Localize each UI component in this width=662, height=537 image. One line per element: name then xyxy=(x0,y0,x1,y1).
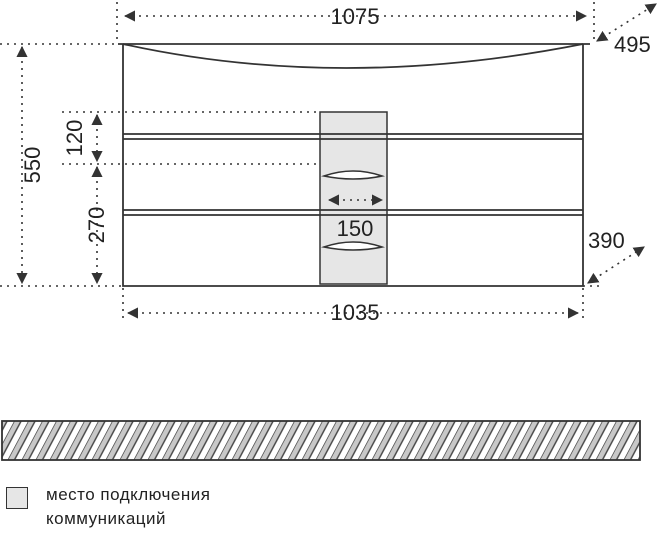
label-drawer-top-height: 120 xyxy=(62,120,87,157)
cabinet-outline xyxy=(118,43,590,287)
hatched-wall-band xyxy=(1,420,641,461)
label-depth-bottom: 390 xyxy=(588,228,625,253)
label-depth-top: 495 xyxy=(614,32,651,57)
legend-line-2: коммуникаций xyxy=(46,509,167,528)
label-connection-width: 150 xyxy=(337,216,374,241)
label-total-height: 550 xyxy=(20,147,45,184)
upper-drawer-handle xyxy=(320,170,386,180)
label-drawer-height: 270 xyxy=(84,207,109,244)
legend-text: место подключения коммуникаций xyxy=(46,483,210,531)
extension-lines xyxy=(0,2,600,322)
legend: место подключения коммуникаций xyxy=(6,483,210,531)
dimension-lines xyxy=(16,3,657,319)
legend-line-1: место подключения xyxy=(46,485,211,504)
connection-zone xyxy=(319,111,388,285)
label-top-width: 1075 xyxy=(331,4,380,29)
legend-swatch-connection-zone xyxy=(6,487,28,509)
lower-drawer-handle xyxy=(320,241,386,251)
label-bottom-width: 1035 xyxy=(331,300,380,325)
